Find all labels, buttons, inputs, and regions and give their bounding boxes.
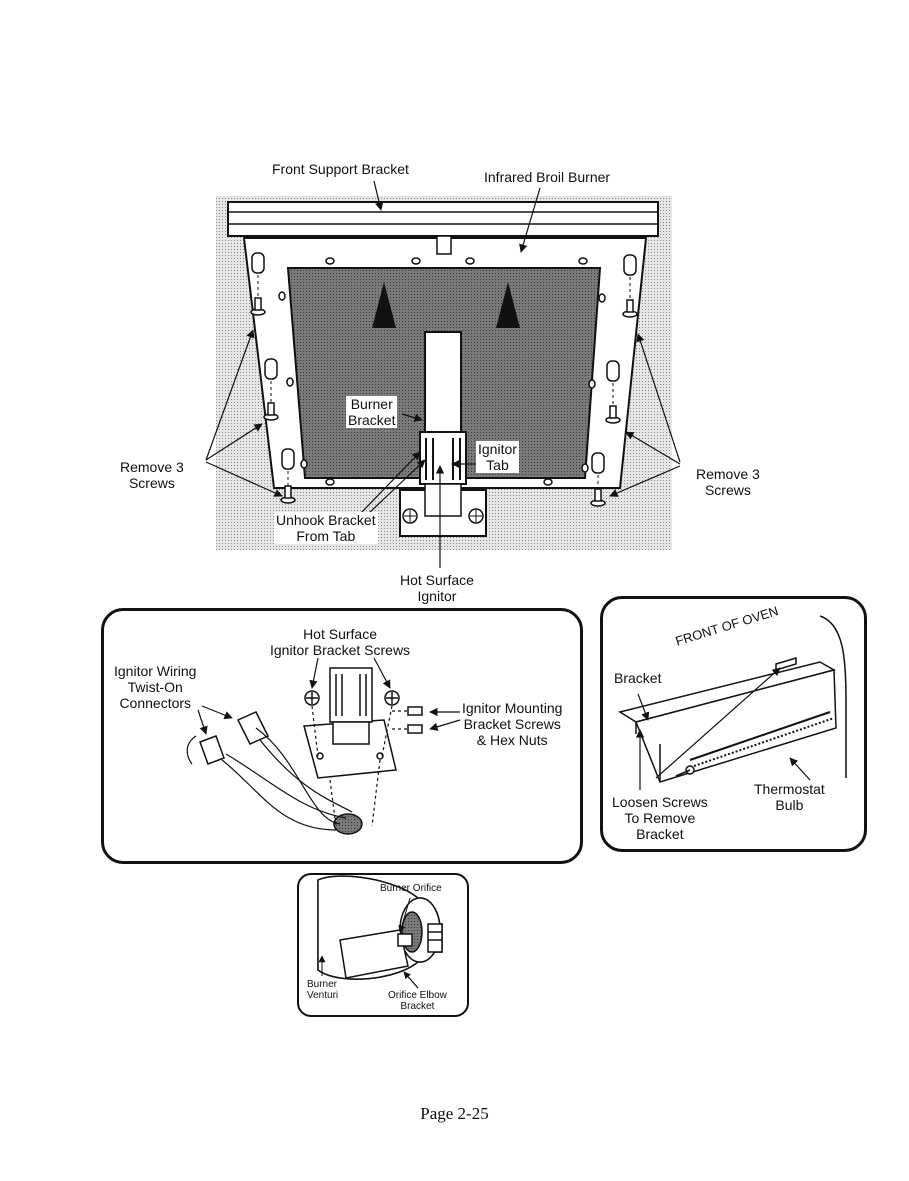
unhook-bracket-label: Unhook Bracket From Tab <box>274 512 378 544</box>
ignitor-wiring-label: Ignitor Wiring Twist-On Connectors <box>114 663 197 711</box>
burner-venturi-label: Burner Venturi <box>307 979 339 1001</box>
burner-bracket-label: Burner Bracket <box>346 396 398 428</box>
burner-orifice-label: Burner Orifice <box>380 883 442 894</box>
loosen-screws-label: Loosen Screws To Remove Bracket <box>612 794 708 842</box>
ignitor-mounting-screws-label: Ignitor Mounting Bracket Screws & Hex Nu… <box>462 700 563 748</box>
direction-arrow-right <box>496 282 520 328</box>
orifice-elbow-bracket-label: Orifice Elbow Bracket <box>388 990 447 1012</box>
page-number: Page 2-25 <box>420 1104 489 1123</box>
direction-arrow-left <box>372 282 396 328</box>
thermostat-bulb-label: Thermostat Bulb <box>754 781 825 813</box>
orifice-detail-panel <box>297 873 469 1017</box>
front-support-bracket <box>227 201 659 237</box>
remove-screws-left-label: Remove 3 Screws <box>120 459 184 491</box>
ignitor-tab-label: Ignitor Tab <box>476 441 519 473</box>
bracket-label: Bracket <box>614 670 662 686</box>
infrared-broil-burner-label: Infrared Broil Burner <box>484 169 611 185</box>
ignitor-bracket-screws-label: Hot Surface Ignitor Bracket Screws <box>270 626 411 658</box>
front-support-bracket-label: Front Support Bracket <box>272 161 409 177</box>
remove-screws-right-label: Remove 3 Screws <box>696 466 760 498</box>
hot-surface-ignitor-label: Hot Surface Ignitor <box>400 572 474 604</box>
burner-bracket <box>424 331 462 433</box>
